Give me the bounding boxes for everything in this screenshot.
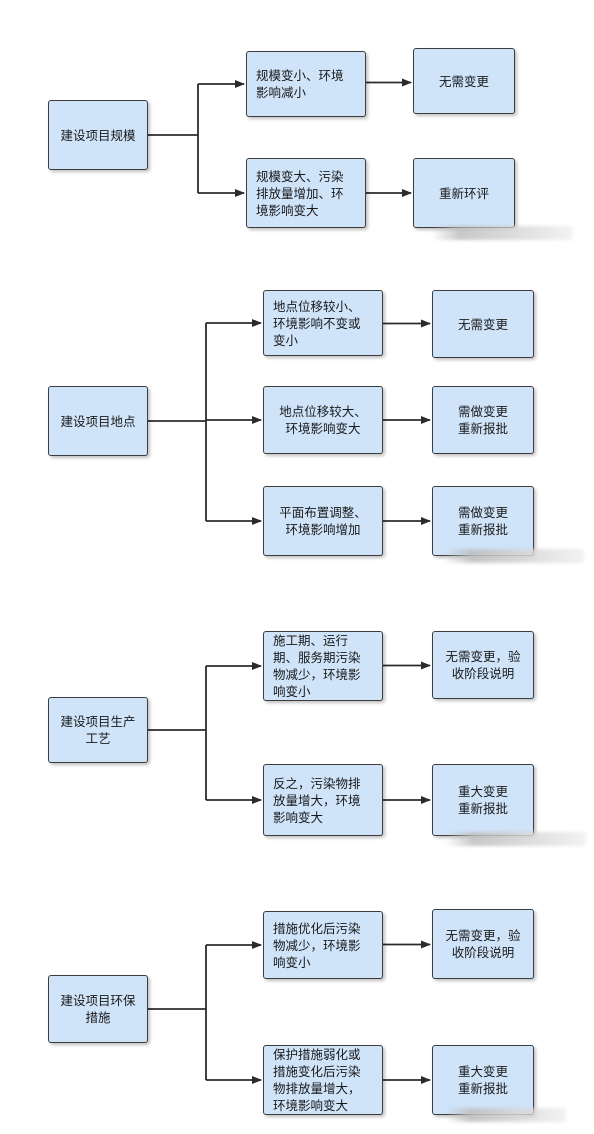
condition-box: 保护措施弱化或 措施变化后污染 物排放量增大， 环境影响变大 (263, 1045, 383, 1115)
watermark-blur (446, 832, 586, 846)
result-box: 无需变更，验 收阶段说明 (432, 909, 534, 979)
root-box-protection: 建设项目环保 措施 (48, 975, 148, 1043)
condition-box: 地点位移较大、 环境影响变大 (263, 386, 383, 454)
condition-box: 措施优化后污染 物减少，环境影 响变小 (263, 911, 383, 979)
result-box: 重大变更 重新报批 (432, 1045, 534, 1115)
result-box: 无需变更，验 收阶段说明 (432, 631, 534, 699)
result-box: 需做变更 重新报批 (432, 486, 534, 556)
watermark-blur (444, 549, 584, 563)
condition-box: 规模变大、污染 排放量增加、环 境影响变大 (246, 158, 366, 228)
condition-box: 施工期、运行 期、服务期污染 物减少，环境影 响变小 (263, 631, 383, 701)
result-box: 重大变更 重新报批 (432, 764, 534, 836)
condition-box: 平面布置调整、 环境影响增加 (263, 486, 383, 556)
result-box: 重新环评 (413, 158, 515, 228)
result-box: 无需变更 (413, 48, 515, 114)
result-box: 需做变更 重新报批 (432, 386, 534, 454)
condition-box: 规模变小、环境 影响减小 (246, 51, 366, 117)
watermark-blur (432, 226, 572, 240)
watermark-blur (446, 1108, 566, 1122)
root-box-location: 建设项目地点 (48, 386, 148, 456)
root-box-process: 建设项目生产 工艺 (48, 697, 148, 763)
condition-box: 反之，污染物排 放量增大，环境 影响变大 (263, 764, 383, 836)
result-box: 无需变更 (432, 290, 534, 358)
root-box-scale: 建设项目规模 (48, 100, 148, 170)
condition-box: 地点位移较小、 环境影响不变或 变小 (263, 290, 383, 356)
